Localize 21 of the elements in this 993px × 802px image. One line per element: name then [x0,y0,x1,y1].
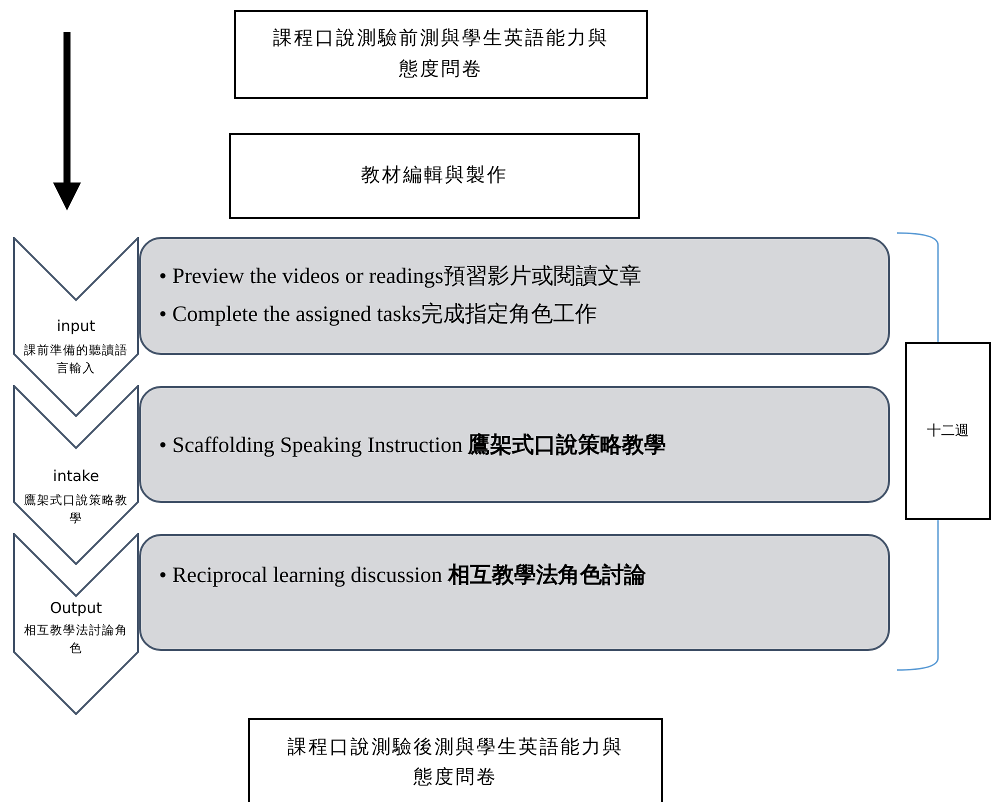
stage-name: input [56,317,96,335]
bullet-item: • Preview the videos or readings預習影片或閱讀文章 [159,262,642,290]
stage-description: 鷹架式口說策略教學 [23,492,129,527]
stage-name: intake [52,467,100,485]
box-text: 課程口說測驗前測與學生英語能力與態度問卷 [272,27,610,82]
box-text: 課程口說測驗後測與學生英語能力與態度問卷 [286,736,624,790]
bullet-item: • Scaffolding Speaking Instruction 鷹架式口說策略教學 [159,431,668,459]
stage-description: 相互教學法討論角色 [23,622,129,657]
activity-panel [139,237,890,355]
bullet-item: • Reciprocal learning discussion 相互教學法角色討論 [159,561,647,589]
bullet-item: • Complete the assigned tasks完成指定角色工作 [159,300,598,328]
process-box [229,133,640,219]
duration-box [905,342,991,520]
duration-text: 十二週 [927,422,969,440]
activity-panel [139,534,890,651]
stage-description: 課前準備的聽讀語言輸入 [23,342,129,377]
process-box [234,10,648,99]
box-text: 教材編輯與製作 [361,164,508,188]
stage-name: Output [48,599,104,617]
process-box [248,718,663,802]
activity-panel [139,386,890,503]
